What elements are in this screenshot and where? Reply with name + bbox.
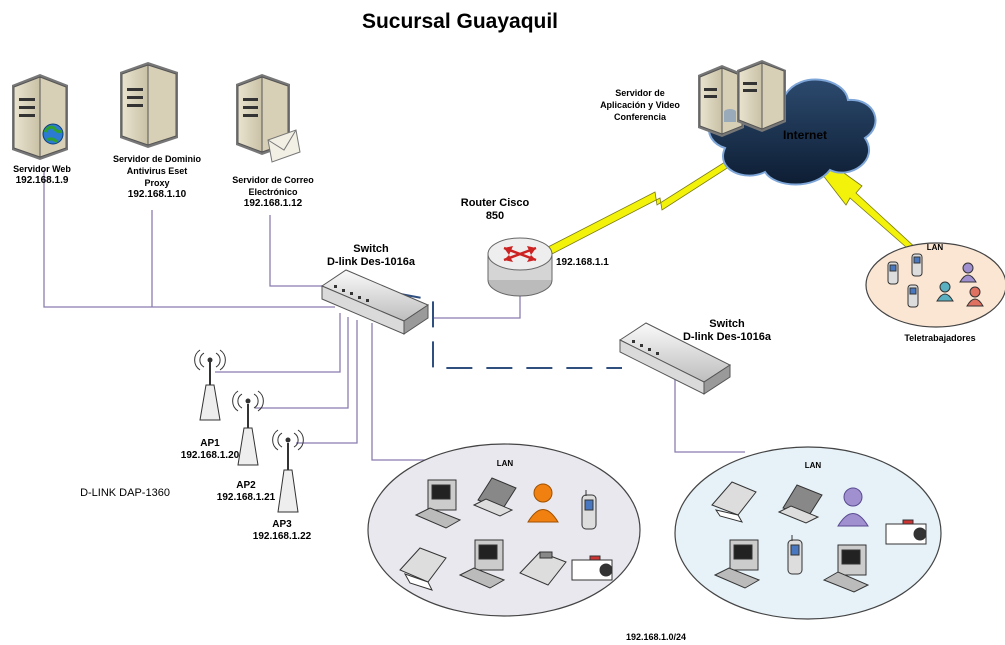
domain-server-ip: 192.168.1.10 xyxy=(127,189,187,200)
phone-icon xyxy=(887,261,899,285)
link-ap3 xyxy=(296,320,358,444)
ap3-ip: 192.168.1.22 xyxy=(252,531,312,542)
laptop-icon xyxy=(777,484,823,524)
wan-link-router xyxy=(547,149,747,255)
laptop-icon xyxy=(472,477,517,517)
app-server-icon xyxy=(698,60,786,137)
switch-2-name: Switch xyxy=(709,318,745,330)
user-teal-icon xyxy=(936,281,954,302)
mail-server-line2: Electrónico xyxy=(248,187,298,197)
phone-icon xyxy=(581,490,597,530)
app-server-line2: Aplicación y Video xyxy=(600,100,680,110)
ap3-icon xyxy=(272,429,304,513)
domain-server-line2: Antivirus Eset xyxy=(126,166,188,176)
web-server-icon xyxy=(12,74,68,160)
ap2-ip: 192.168.1.21 xyxy=(216,492,276,503)
camera-icon xyxy=(571,555,613,581)
domain-server-label: Servidor de Dominio Antivirus Eset Proxy… xyxy=(98,153,216,201)
switch-1-name: Switch xyxy=(353,243,389,255)
phone-icon xyxy=(907,284,919,308)
link-ap1 xyxy=(215,313,341,373)
link-lan-left xyxy=(371,323,447,461)
ap2-name: AP2 xyxy=(236,480,256,491)
lan-right-label: LAN xyxy=(804,461,822,470)
pc2-icon xyxy=(822,544,870,593)
fax-icon xyxy=(519,551,567,586)
link-lan-right xyxy=(674,378,745,453)
switch-2-icon xyxy=(618,322,732,395)
user-purple-icon xyxy=(837,487,869,527)
ap2-icon xyxy=(232,390,264,466)
wired-links xyxy=(43,170,745,461)
lan-left-label: LAN xyxy=(496,459,514,468)
printer-icon xyxy=(399,547,447,591)
printer-icon xyxy=(711,481,757,523)
domain-server-icon xyxy=(120,62,178,148)
switch-1-icon xyxy=(320,269,430,335)
internet-label: Internet xyxy=(782,128,827,142)
lan-right-devices xyxy=(711,481,927,593)
link-ap2 xyxy=(255,317,349,409)
ap-model-label: D-LINK DAP-1360 xyxy=(80,487,170,499)
mail-server-ip: 192.168.1.12 xyxy=(243,198,303,209)
switch-2-label: Switch D-link Des-1016a xyxy=(672,318,782,344)
teleworkers-label: Teletrabajadores xyxy=(904,333,976,343)
web-server-label: Servidor Web 192.168.1.9 xyxy=(0,163,84,187)
ap1-label: AP1 192.168.1.20 xyxy=(150,438,270,462)
user-purple-icon xyxy=(959,262,977,283)
router-icon xyxy=(487,237,553,297)
ap1-name: AP1 xyxy=(200,438,220,449)
dashed-link xyxy=(394,292,622,369)
domain-server-line1: Servidor de Dominio xyxy=(112,154,201,164)
mail-server-line1: Servidor de Correo xyxy=(232,175,314,185)
link-mail-server xyxy=(269,215,325,287)
phone-icon xyxy=(787,535,803,575)
router-label: Router Cisco 850 xyxy=(445,197,545,223)
pc-icon xyxy=(414,479,462,529)
subnet-label: 192.168.1.0/24 xyxy=(625,632,687,642)
switch-2-model: D-link Des-1016a xyxy=(682,331,772,343)
lan-remote-label: LAN xyxy=(926,243,944,252)
link-web-server xyxy=(43,170,335,308)
web-server-ip: 192.168.1.9 xyxy=(15,175,69,186)
app-server-line3: Conferencia xyxy=(613,112,666,122)
app-server-line1: Servidor de xyxy=(615,88,665,98)
router-name: Router Cisco xyxy=(460,197,530,209)
ap2-label: AP2 192.168.1.21 xyxy=(186,480,306,504)
switch-1-label: Switch D-link Des-1016a xyxy=(316,243,426,269)
switch-1-model: D-link Des-1016a xyxy=(326,256,416,268)
lan-remote-ellipse xyxy=(865,242,1005,328)
lan-remote-devices xyxy=(887,253,984,308)
pc2-icon xyxy=(458,539,506,589)
camera-icon xyxy=(885,519,927,545)
web-server-name: Servidor Web xyxy=(13,164,71,174)
pc-icon xyxy=(713,539,761,589)
user-orange-icon xyxy=(527,483,559,523)
ap1-ip: 192.168.1.20 xyxy=(180,450,240,461)
phone-icon xyxy=(911,253,923,277)
router-model: 850 xyxy=(485,210,505,222)
app-server-label: Servidor de Aplicación y Video Conferenc… xyxy=(585,87,695,123)
mail-server-label: Servidor de Correo Electrónico 192.168.1… xyxy=(218,174,328,210)
mail-server-icon xyxy=(236,74,301,163)
diagram-title: Sucursal Guayaquil xyxy=(361,10,559,33)
lan-left-devices xyxy=(399,477,613,591)
router-ip: 192.168.1.1 xyxy=(556,257,609,268)
user-red-icon xyxy=(966,286,984,307)
ap1-icon xyxy=(194,349,226,421)
ap3-name: AP3 xyxy=(272,519,292,530)
ap3-label: AP3 192.168.1.22 xyxy=(222,519,342,543)
domain-server-line3: Proxy xyxy=(144,178,170,188)
link-switch-router xyxy=(433,296,521,319)
